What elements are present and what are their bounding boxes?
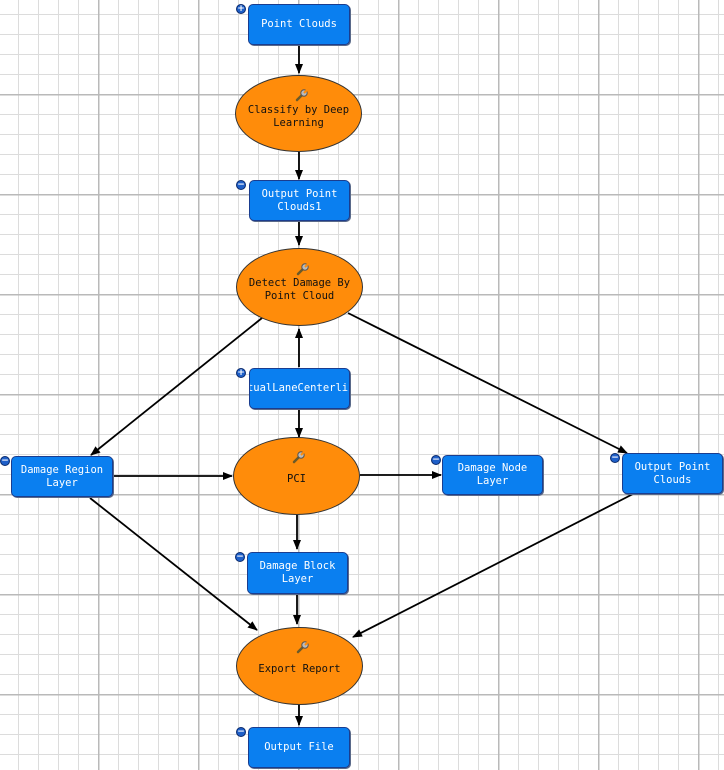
minus-badge-icon[interactable]: − (0, 456, 10, 466)
output-file-node[interactable]: Output File (248, 727, 350, 768)
output-point-clouds1-node[interactable]: Output Point Clouds1 (249, 180, 350, 221)
wrench-icon (295, 89, 308, 102)
virtual-lane-centerline-label: VirtualLaneCenterline (250, 382, 349, 394)
damage-node-layer-label: Damage Node Layer (457, 462, 528, 487)
output-point-clouds-label: Output Point Clouds (634, 460, 711, 486)
minus-badge-icon[interactable]: − (610, 453, 620, 463)
minus-badge-icon[interactable]: − (235, 552, 245, 562)
wrench-icon (296, 263, 309, 276)
damage-block-layer-node[interactable]: Damage Block Layer (247, 552, 348, 594)
edge-detect-damageregion (90, 317, 263, 456)
damage-node-layer-node[interactable]: Damage Node Layer (442, 455, 543, 495)
export-report-label: Export Report (258, 662, 341, 675)
output-point-clouds1-label: Output Point Clouds1 (261, 187, 338, 213)
classify-by-deep-learning-node[interactable]: Classify by Deep Learning (235, 75, 362, 152)
minus-badge-icon[interactable]: − (236, 180, 246, 190)
output-point-clouds-node[interactable]: Output Point Clouds (622, 453, 723, 494)
damage-region-layer-node[interactable]: Damage Region Layer (11, 456, 113, 497)
wrench-icon (296, 641, 309, 654)
point-clouds-node[interactable]: Point Clouds (248, 4, 350, 45)
minus-badge-icon[interactable]: − (431, 455, 441, 465)
output-file-label: Output File (264, 741, 334, 753)
edge-damageregion-export (89, 497, 258, 631)
plus-badge-icon[interactable]: + (236, 368, 246, 378)
point-clouds-label: Point Clouds (261, 18, 337, 30)
pci-node[interactable]: PCI (233, 437, 360, 515)
edge-detect-outputpointclouds (347, 312, 628, 454)
classify-label: Classify by Deep Learning (247, 103, 350, 129)
detect-damage-label: Detect Damage By Point Cloud (248, 277, 351, 302)
minus-badge-icon[interactable]: − (236, 727, 246, 737)
damage-block-layer-label: Damage Block Layer (259, 560, 336, 585)
wrench-icon (292, 451, 305, 464)
virtual-lane-centerline-node[interactable]: VirtualLaneCenterline (249, 368, 350, 409)
pci-label: PCI (287, 472, 306, 485)
detect-damage-node[interactable]: Detect Damage By Point Cloud (236, 248, 363, 326)
edge-outputpointclouds-export (352, 493, 634, 638)
damage-region-layer-label: Damage Region Layer (20, 463, 104, 489)
plus-badge-icon[interactable]: + (236, 4, 246, 14)
export-report-node[interactable]: Export Report (236, 627, 363, 705)
